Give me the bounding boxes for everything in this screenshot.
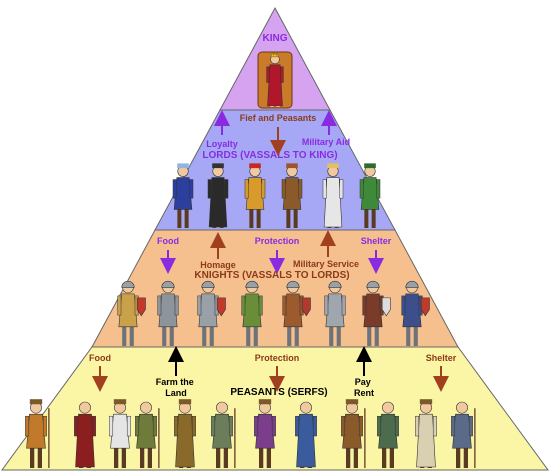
lord-figure-2 (207, 163, 229, 228)
king-title: KING (263, 33, 288, 44)
peasant-figure-7 (254, 399, 276, 468)
lords-shelter-label: Shelter (361, 236, 392, 246)
tier-lords-band (154, 109, 396, 231)
knights-shelter-label: Shelter (426, 353, 457, 363)
knight-figure-1 (117, 280, 146, 346)
pay-label-line2: Rent (354, 388, 374, 398)
peasant-figure-4 (135, 401, 160, 468)
tier-knights-band (91, 229, 459, 348)
lords-protection-label: Protection (255, 236, 300, 246)
peasant-figure-6 (211, 401, 236, 468)
peasant-figure-10 (377, 401, 399, 468)
knight-figure-4 (241, 280, 263, 346)
pay-label-line1: Pay (355, 377, 371, 387)
fief-and-peasants-label: Fief and Peasants (240, 113, 317, 123)
peasants-title: PEASANTS (SERFS) (230, 387, 327, 398)
farm-label-line2: Land (165, 388, 187, 398)
knights-protection-label: Protection (255, 353, 300, 363)
knights-figure-group (117, 280, 430, 346)
knights-title: KNIGHTS (VASSALS TO LORDS) (194, 270, 349, 281)
peasant-figure-1 (25, 399, 50, 468)
king-figure (266, 51, 284, 107)
farm-the-land-label: Farm the Land (156, 377, 197, 398)
lord-figure-3 (244, 163, 266, 228)
knight-figure-6 (324, 280, 346, 346)
peasant-figure-3 (109, 399, 131, 468)
pay-rent-label: Pay Rent (354, 377, 374, 398)
peasant-figure-12 (451, 401, 476, 468)
knight-figure-7 (362, 280, 391, 346)
knight-figure-2 (157, 280, 179, 346)
peasant-figure-11 (415, 399, 437, 468)
peasants-figure-group (25, 399, 476, 468)
lords-figure-group (172, 163, 381, 228)
peasant-figure-9 (341, 399, 366, 468)
knight-figure-5 (282, 280, 311, 346)
lord-figure-4 (281, 163, 303, 228)
knight-figure-8 (401, 280, 430, 346)
lord-figure-5 (322, 163, 344, 228)
knights-food-label: Food (89, 353, 111, 363)
peasant-figure-8 (295, 401, 317, 468)
loyalty-label: Loyalty (206, 139, 238, 149)
king-figure-group (257, 51, 293, 109)
lord-figure-1 (172, 163, 194, 228)
peasant-figure-5 (174, 399, 196, 468)
peasant-figure-2 (74, 401, 96, 468)
farm-label-line1: Farm the (156, 377, 194, 387)
lords-title: LORDS (VASSALS TO KING) (202, 150, 337, 161)
military-service-label: Military Service (293, 259, 359, 269)
homage-label: Homage (200, 260, 236, 270)
lords-food-label: Food (157, 236, 179, 246)
lord-figure-6 (359, 163, 381, 228)
knight-figure-3 (197, 280, 226, 346)
military-aid-label: Military Aid (302, 137, 350, 147)
